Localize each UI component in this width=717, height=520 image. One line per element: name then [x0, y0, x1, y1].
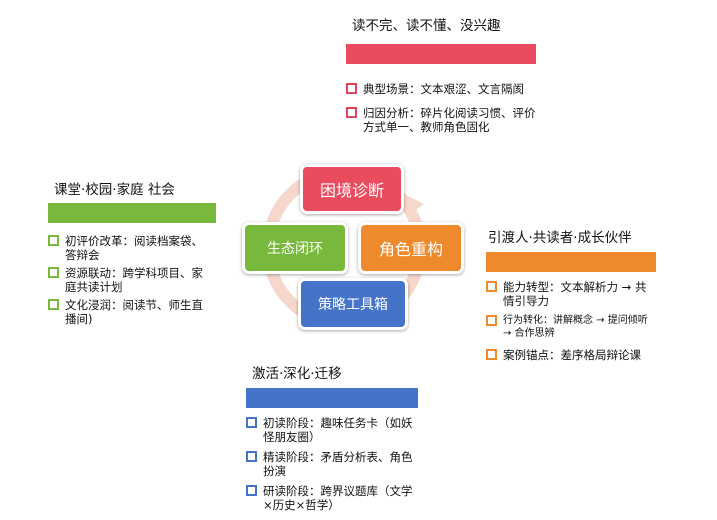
list-item-text: 精读阶段：矛盾分析表、角色扮演	[263, 450, 413, 478]
node-dilemma-diagnosis-label: 困境诊断	[319, 181, 384, 200]
node-ecological-loop[interactable]: 生态闭环	[242, 222, 348, 274]
checkbox[interactable]	[346, 83, 357, 94]
node-ecological-loop-label: 生态闭环	[267, 241, 323, 257]
node-dilemma-diagnosis[interactable]: 困境诊断	[300, 164, 404, 214]
list-item: 行为转化：讲解概念 → 提问倾听 → 合作思辨	[486, 314, 656, 340]
list-item: 资源联动：跨学科项目、家庭共读计划	[48, 266, 214, 294]
list-item-text: 能力转型：文本解析力 → 共情引导力	[503, 280, 647, 308]
top-panel-list: 典型场景：文本艰涩、文言隔阂 归因分析：碎片化阅读习惯、评价方式单一、教师角色固…	[346, 82, 536, 134]
list-item: 案例锚点：差序格局辩论课	[486, 348, 656, 362]
list-item-text: 文化浸润：阅读节、师生直播间)	[65, 298, 203, 326]
list-item-text: 行为转化：讲解概念 → 提问倾听 → 合作思辨	[503, 315, 648, 339]
list-item-text: 初评价改革：阅读档案袋、答辩会	[65, 234, 203, 262]
list-item-text: 研读阶段：跨界议题库（文学×历史×哲学）	[263, 484, 413, 512]
list-item: 归因分析：碎片化阅读习惯、评价方式单一、教师角色固化	[346, 106, 536, 134]
node-role-reconstruction[interactable]: 角色重构	[358, 222, 464, 274]
list-item-text: 案例锚点：差序格局辩论课	[503, 348, 641, 362]
checkbox[interactable]	[48, 267, 59, 278]
list-item: 文化浸润：阅读节、师生直播间)	[48, 298, 214, 326]
bottom-panel-bar	[246, 388, 418, 408]
bottom-panel-heading: 激活·深化·迁移	[252, 366, 342, 382]
list-item: 典型场景：文本艰涩、文言隔阂	[346, 82, 536, 96]
checkbox[interactable]	[346, 107, 357, 118]
list-item: 能力转型：文本解析力 → 共情引导力	[486, 280, 656, 308]
left-panel-heading: 课堂·校园·家庭 社会	[54, 182, 175, 198]
left-panel-bar	[48, 203, 216, 223]
node-role-reconstruction-label: 角色重构	[378, 240, 443, 259]
right-panel-list: 能力转型：文本解析力 → 共情引导力 行为转化：讲解概念 → 提问倾听 → 合作…	[486, 280, 656, 362]
checkbox[interactable]	[246, 451, 257, 462]
list-item: 初评价改革：阅读档案袋、答辩会	[48, 234, 214, 262]
node-strategy-toolbox[interactable]: 策略工具箱	[298, 278, 408, 330]
list-item: 初读阶段：趣味任务卡（如妖怪朋友圈）	[246, 416, 416, 444]
checkbox[interactable]	[48, 235, 59, 246]
checkbox[interactable]	[486, 315, 497, 326]
top-panel-heading: 读不完、读不懂、没兴趣	[352, 18, 501, 34]
list-item-text: 典型场景：文本艰涩、文言隔阂	[363, 82, 524, 96]
left-panel-list: 初评价改革：阅读档案袋、答辩会 资源联动：跨学科项目、家庭共读计划 文化浸润：阅…	[48, 234, 214, 326]
right-panel-heading: 引渡人·共读者·成长伙伴	[488, 230, 632, 246]
list-item-text: 资源联动：跨学科项目、家庭共读计划	[65, 266, 203, 294]
list-item-text: 初读阶段：趣味任务卡（如妖怪朋友圈）	[263, 416, 413, 444]
checkbox[interactable]	[246, 417, 257, 428]
node-strategy-toolbox-label: 策略工具箱	[318, 297, 388, 313]
checkbox[interactable]	[48, 299, 59, 310]
bottom-panel-list: 初读阶段：趣味任务卡（如妖怪朋友圈） 精读阶段：矛盾分析表、角色扮演 研读阶段：…	[246, 416, 416, 512]
right-panel-bar	[486, 252, 656, 272]
list-item: 精读阶段：矛盾分析表、角色扮演	[246, 450, 416, 478]
list-item: 研读阶段：跨界议题库（文学×历史×哲学）	[246, 484, 416, 512]
top-panel-bar	[346, 44, 536, 64]
checkbox[interactable]	[246, 485, 257, 496]
checkbox[interactable]	[486, 349, 497, 360]
list-item-text: 归因分析：碎片化阅读习惯、评价方式单一、教师角色固化	[363, 106, 536, 134]
checkbox[interactable]	[486, 281, 497, 292]
